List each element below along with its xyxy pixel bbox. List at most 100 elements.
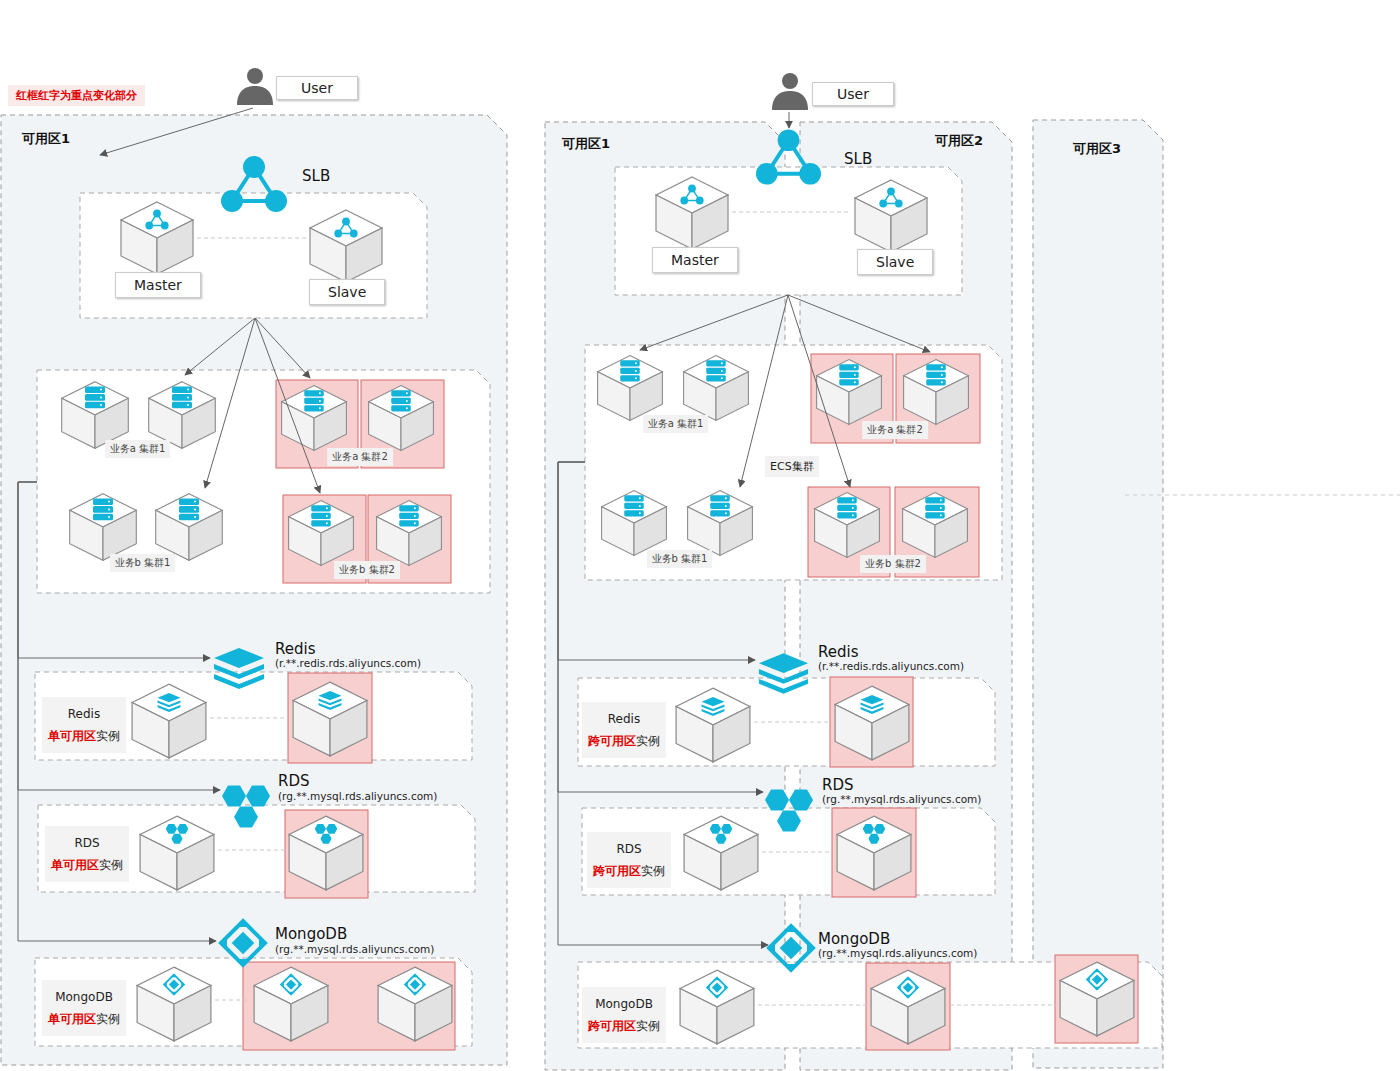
- illustration-part: [815, 493, 880, 558]
- illustration-part: [765, 790, 813, 832]
- illustration-part: [1060, 962, 1134, 1036]
- illustration-part: [214, 648, 264, 689]
- illustration-part: [767, 924, 815, 972]
- illustration-part: [369, 386, 434, 451]
- label-line: Redis: [48, 703, 120, 725]
- illustration-part: [70, 494, 137, 561]
- ecs-node: 业务a 集群1业务a 集群2业务b 集群1业务b 集群2: [37, 370, 490, 593]
- grp-text: (rg.**.mysql.rds.aliyuncs.com): [278, 790, 437, 802]
- grp-text: Redis: [275, 640, 315, 658]
- illustration-part: [156, 494, 223, 561]
- label-line: 单可用区实例: [48, 1008, 120, 1030]
- instance-word: 实例: [636, 1019, 660, 1033]
- illustration-part: [377, 501, 442, 566]
- grp-text: Redis: [818, 643, 858, 661]
- connector-arrow: [558, 462, 755, 660]
- user-text: User: [276, 76, 358, 100]
- illustration-part: [602, 491, 667, 556]
- label-line: 跨可用区实例: [588, 1015, 660, 1037]
- illustration-part: [197, 238, 306, 239]
- illustration-part: [243, 962, 455, 1050]
- instance-word: 实例: [636, 734, 660, 748]
- grp-text: RDS: [278, 772, 310, 790]
- label-line: MongoDB: [48, 986, 120, 1008]
- cl-node: 业务b 集群2: [282, 493, 452, 583]
- grp-node: RDS(rg.**.mysql.rds.aliyuncs.com)RDS跨可用区…: [582, 773, 994, 895]
- connector-arrow: [205, 318, 255, 488]
- zone-type: 跨可用区: [593, 864, 641, 878]
- service-name: MongoDB: [55, 990, 113, 1004]
- grp-text: (rg.**.mysql.rds.aliyuncs.com): [822, 793, 981, 805]
- cl-text: 业务a 集群1: [643, 415, 709, 433]
- illustration-part: [754, 722, 830, 723]
- cl-text: 业务b 集群2: [860, 555, 926, 573]
- slb-node: SLBMasterSlave: [80, 155, 427, 318]
- grp-text: (r.**.redis.rds.aliyuncs.com): [275, 657, 421, 669]
- grp-node: MongoDB(rg.**.mysql.rds.aliyuncs.com)Mon…: [578, 927, 1163, 1050]
- connector-arrow: [18, 482, 216, 941]
- illustration-part: [237, 68, 273, 105]
- instance-word: 实例: [96, 729, 120, 743]
- cl-text: 业务b 集群2: [334, 561, 400, 579]
- red-highlight-boxes: [243, 354, 1138, 1050]
- label-line: 跨可用区实例: [588, 730, 660, 752]
- grp-text: (rg.**.mysql.rds.aliyuncs.com): [275, 943, 434, 955]
- zone-node: 可用区1SLBMasterSlave业务a 集群1业务a 集群2业务b 集群1业…: [0, 115, 507, 1065]
- grp-text: (r.**.redis.rds.aliyuncs.com): [818, 660, 964, 672]
- note-label: 红框红字为重点变化部分: [8, 85, 145, 106]
- illustration-part: [598, 356, 663, 421]
- zone-text: 可用区3: [1073, 140, 1121, 158]
- service-name: RDS: [74, 836, 99, 850]
- user-node: User: [768, 70, 898, 112]
- grp-node: Redis(r.**.redis.rds.aliyuncs.com)Redis跨…: [578, 640, 993, 767]
- ms-node: Master: [645, 173, 745, 277]
- illustration-part: [35, 672, 472, 760]
- connector-arrow: [558, 462, 763, 792]
- zone-text: 可用区1: [562, 135, 610, 153]
- illustration-part: [835, 686, 909, 760]
- user-node: User: [233, 66, 361, 108]
- label-line: 单可用区实例: [51, 854, 123, 876]
- cl-node: 业务b 集群2: [807, 487, 979, 577]
- illustration-part: [759, 653, 808, 693]
- ms-text: Slave: [857, 249, 933, 275]
- illustration-part: [756, 129, 821, 184]
- illustration-part: [62, 382, 129, 449]
- illustration-part: [688, 491, 753, 556]
- illustration-part: [684, 356, 749, 421]
- zone-divider: [1125, 495, 1400, 496]
- service-icons: [214, 68, 821, 972]
- label-line: RDS: [51, 832, 123, 854]
- cl-text: 业务a 集群2: [862, 421, 928, 439]
- slb-text: SLB: [844, 150, 872, 168]
- cl-text: 业务b 集群1: [647, 550, 713, 568]
- connector-arrow: [788, 295, 930, 352]
- illustration-part: [215, 1000, 250, 1001]
- grp-node: MongoDB(rg.**.mysql.rds.aliyuncs.com)Mon…: [35, 922, 472, 1060]
- ms-text: Slave: [309, 279, 385, 305]
- group-boxes: [35, 167, 1162, 1048]
- illustration-part: [149, 382, 216, 449]
- illustration-part: [1033, 120, 1163, 1068]
- illustration-part: [855, 180, 927, 252]
- illustration-part: [732, 212, 851, 213]
- illustration-part: [837, 816, 911, 890]
- connector-arrow: [185, 318, 255, 375]
- cl-text: 业务a 集群1: [105, 440, 171, 458]
- zone-node: 可用区3: [1033, 120, 1163, 1068]
- ms-node: Master: [108, 198, 208, 306]
- connector-arrow: [789, 112, 790, 128]
- illustration-part: [293, 682, 367, 756]
- instance-word: 实例: [96, 1012, 120, 1026]
- zone-type: 跨可用区: [588, 1019, 636, 1033]
- illustration-part: [140, 816, 214, 890]
- connector-arrow: [18, 482, 220, 790]
- illustration-part: [289, 816, 363, 890]
- illustration-part: [310, 210, 382, 282]
- illustration-part: [288, 673, 372, 763]
- label-line: MongoDB: [588, 993, 660, 1015]
- illustration-part: [285, 810, 368, 898]
- illustration-part: [615, 167, 962, 295]
- zone-type: 跨可用区: [588, 734, 636, 748]
- illustration-part: [772, 73, 808, 110]
